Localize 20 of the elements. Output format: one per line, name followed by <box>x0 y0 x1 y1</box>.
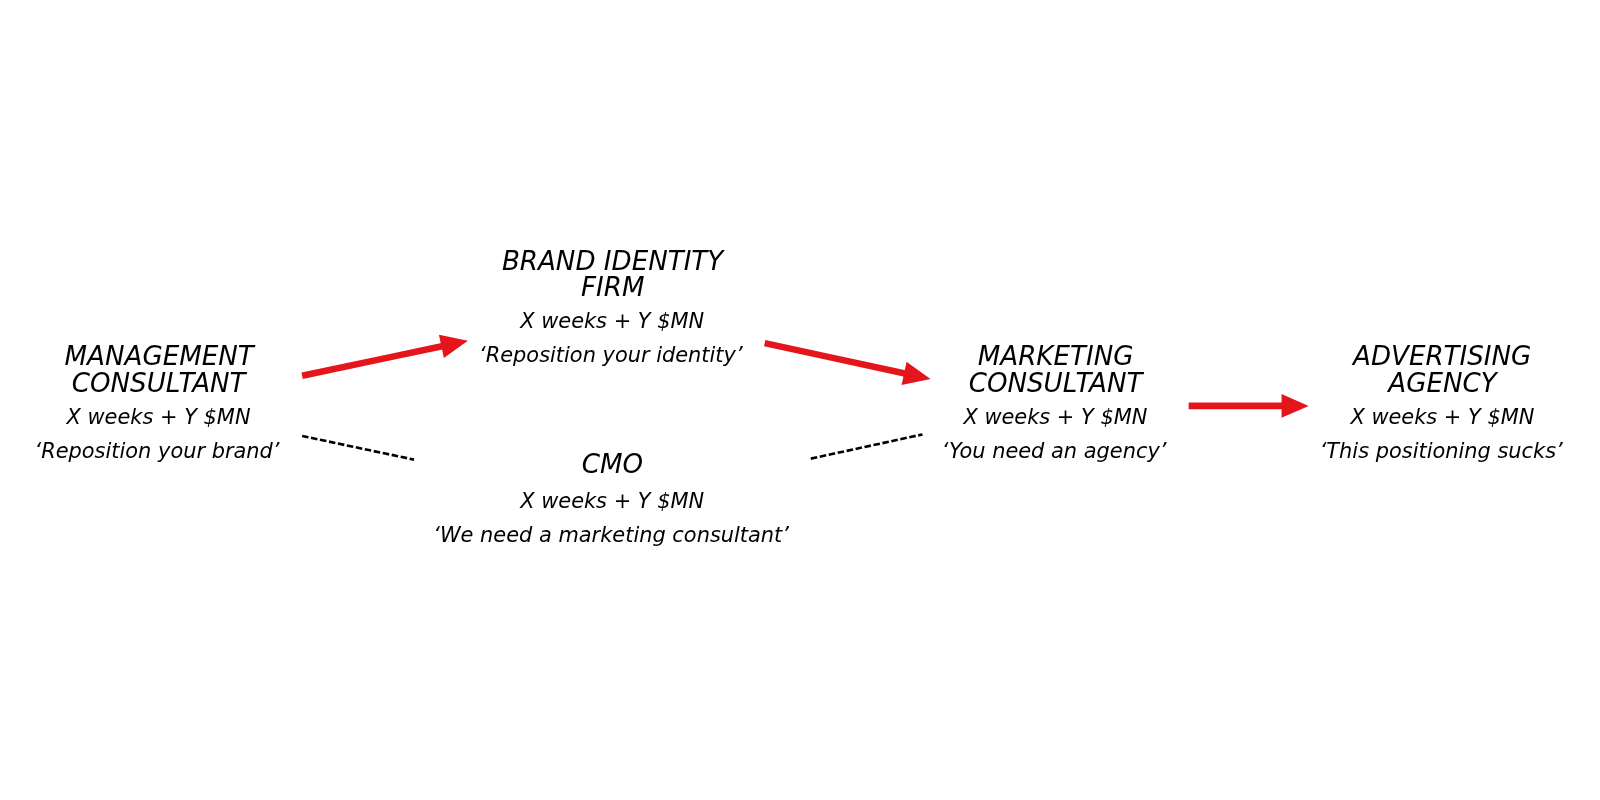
node-text: ADVERTISING AGENCY <box>1353 341 1532 398</box>
connector <box>810 433 923 460</box>
node-text: MARKETING CONSULTANT <box>968 341 1143 398</box>
connector <box>301 434 415 461</box>
node-label: X weeks + Y $MN <box>963 404 1148 429</box>
node-text: CMO <box>581 448 644 479</box>
node-label: ‘This positioning sucks’ <box>1319 438 1563 463</box>
arrow <box>764 339 931 385</box>
arrow <box>1188 394 1309 418</box>
node-label: X weeks + Y $MN <box>66 404 251 429</box>
node-label: ‘Reposition your identity’ <box>479 343 743 368</box>
node-label: ‘You need an agency’ <box>941 438 1167 463</box>
node-text: MANAGEMENT CONSULTANT <box>64 341 254 398</box>
node-label: X weeks + Y $MN <box>520 488 705 513</box>
node-label: ‘We need a marketing consultant’ <box>433 522 789 547</box>
node-label: ‘Reposition your brand’ <box>34 438 280 463</box>
node-label: X weeks + Y $MN <box>520 309 705 334</box>
node-label: X weeks + Y $MN <box>1350 404 1535 429</box>
arrow <box>301 334 468 379</box>
node-text: BRAND IDENTITY FIRM <box>501 245 724 303</box>
